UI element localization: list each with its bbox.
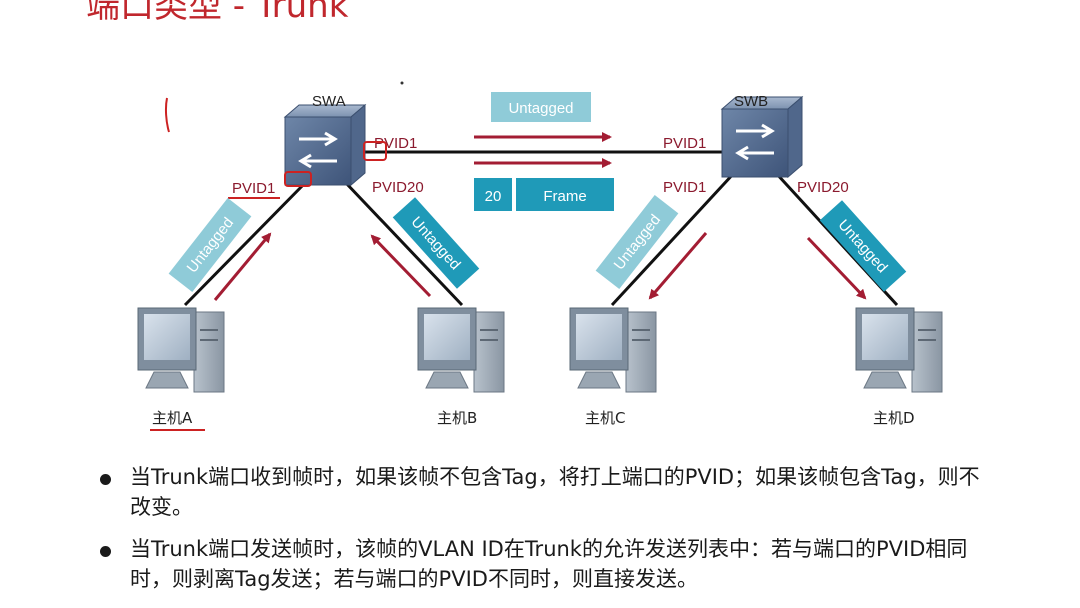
bullet-dot-icon: [100, 546, 111, 557]
bullet-text: 当Trunk端口收到帧时，如果该帧不包含Tag，将打上端口的PVID；如果该帧包…: [130, 465, 980, 519]
arrow-host-b-up: [370, 234, 432, 298]
switch-swa-label: SWA: [312, 93, 346, 110]
switch-swb-label: SWB: [734, 93, 768, 110]
network-diagram: SWA SWB PVID1 PVID1 PVID20 PVID1 PVID1 P…: [137, 81, 943, 431]
port-label-swb-host-d: PVID20: [797, 179, 849, 196]
port-label-swb-host-c: PVID1: [663, 179, 706, 196]
arrow-host-c-down: [648, 232, 708, 300]
port-label-swa-host-a: PVID1: [232, 180, 275, 197]
bullet-dot-icon: [100, 474, 111, 485]
badge-untagged-trunk: Untagged: [491, 92, 591, 122]
badge-untagged-host-b: Untagged: [392, 197, 480, 289]
svg-text:Untagged: Untagged: [508, 100, 573, 117]
host-a-label: 主机A: [152, 409, 193, 427]
host-c-label: 主机C: [585, 409, 625, 427]
port-label-swb-trunk: PVID1: [663, 135, 706, 152]
badge-untagged-host-d: Untagged: [819, 200, 907, 292]
bullet-item: 当Trunk端口发送帧时，该帧的VLAN ID在Trunk的允许发送列表中：若与…: [100, 534, 1000, 594]
link-swa-host-a: [183, 178, 310, 307]
switch-swb-icon: [720, 95, 804, 179]
host-d-label: 主机D: [873, 409, 915, 427]
stray-dot: [400, 81, 404, 85]
annotation-marks: [150, 97, 387, 431]
port-label-swa-trunk: PVID1: [374, 135, 417, 152]
host-d-icon: [855, 307, 943, 393]
port-label-swa-host-b: PVID20: [372, 179, 424, 196]
host-b-icon: [417, 307, 505, 393]
arrow-host-a-up: [213, 232, 272, 301]
host-c-icon: [569, 307, 657, 393]
bullet-item: 当Trunk端口收到帧时，如果该帧不包含Tag，将打上端口的PVID；如果该帧包…: [100, 462, 1000, 522]
host-b-label: 主机B: [437, 409, 477, 427]
arrow-host-d-down: [806, 236, 867, 300]
tagged-frame: 20 Frame: [474, 178, 614, 211]
slide-title: 端口类型 - Trunk: [86, 0, 349, 26]
switch-swa-icon: [283, 103, 367, 187]
link-swa-host-b: [343, 180, 464, 307]
frame-tag-value: 20: [485, 188, 502, 205]
host-a-icon: [137, 307, 225, 393]
frame-label: Frame: [543, 188, 586, 205]
bullet-list: 当Trunk端口收到帧时，如果该帧不包含Tag，将打上端口的PVID；如果该帧包…: [100, 462, 1000, 606]
link-swb-host-c: [610, 170, 737, 307]
bullet-text: 当Trunk端口发送帧时，该帧的VLAN ID在Trunk的允许发送列表中：若与…: [130, 537, 968, 591]
